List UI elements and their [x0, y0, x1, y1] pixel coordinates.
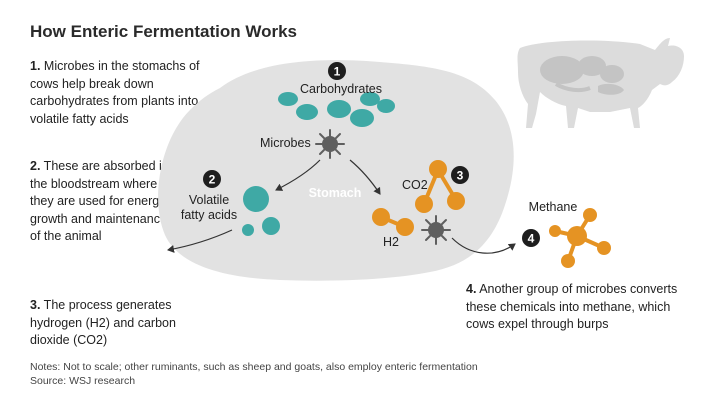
notes-text: Notes: Not to scale; other ruminants, su… [30, 361, 478, 373]
vfa-dot [262, 217, 280, 235]
h2-molecule-icon [372, 208, 414, 236]
page-title: How Enteric Fermentation Works [30, 22, 298, 41]
carb-dot [360, 92, 380, 106]
h2-label: H2 [383, 235, 399, 249]
arrow-to-methane [451, 237, 516, 254]
carb-dot [296, 104, 318, 120]
carb-dot [327, 100, 351, 118]
volatile-fatty-acid-molecules [242, 186, 280, 236]
step-4-number: 4. [466, 282, 477, 296]
step-3-number: 3. [30, 298, 41, 312]
step-3-body: The process generates hydrogen (H2) and … [30, 298, 176, 347]
arrow-to-co2-h2 [349, 159, 381, 195]
cow-abomasum-shape [598, 83, 624, 95]
step-1-text: 1. Microbes in the stomachs of cows help… [30, 58, 210, 128]
step-4-text: 4. Another group of microbes converts th… [466, 281, 681, 334]
vfa-dot [243, 186, 269, 212]
step-1-number: 1. [30, 59, 41, 73]
cow-rumen-shape [540, 56, 584, 84]
co2-molecule-icon [415, 160, 465, 213]
carb-dot [278, 92, 298, 106]
step-2-text: 2. These are absorbed into the bloodstre… [30, 158, 180, 246]
footnotes: Notes: Not to scale; other ruminants, su… [30, 360, 478, 388]
badge-4: 4 [522, 229, 540, 247]
cow-reticulum-shape [578, 56, 606, 76]
stomach-label: Stomach [309, 186, 362, 200]
carb-dot [377, 99, 395, 113]
microbe-icon-2 [421, 215, 451, 245]
microbe-icon [315, 129, 345, 159]
badge-1: 1 [328, 62, 346, 80]
svg-text:4: 4 [528, 232, 535, 246]
svg-text:1: 1 [334, 65, 341, 79]
carbohydrate-molecules [278, 92, 395, 127]
step-4-body: Another group of microbes converts these… [466, 282, 678, 331]
vfa-dot [242, 224, 254, 236]
microbes-label: Microbes [260, 136, 311, 150]
svg-text:2: 2 [209, 173, 216, 187]
step-2-number: 2. [30, 159, 41, 173]
co2-label: CO2 [402, 178, 428, 192]
source-text: Source: WSJ research [30, 375, 136, 387]
cow-silhouette-icon [517, 38, 684, 128]
step-1-body: Microbes in the stomachs of cows help br… [30, 59, 200, 126]
step-2-body: These are absorbed into the bloodstream … [30, 159, 180, 243]
svg-text:3: 3 [457, 169, 464, 183]
arrow-to-vfa [275, 159, 321, 191]
carbohydrates-label: Carbohydrates [300, 82, 382, 96]
vfa-label-line-1: Volatile [189, 193, 229, 207]
badge-2: 2 [203, 170, 221, 188]
methane-molecule-icon [549, 208, 611, 268]
arrow-to-bloodstream [167, 229, 233, 253]
carb-dot [350, 109, 374, 127]
methane-label: Methane [529, 200, 578, 214]
vfa-label-line-2: fatty acids [181, 208, 237, 222]
cow-omasum-shape [600, 65, 624, 83]
step-3-text: 3. The process generates hydrogen (H2) a… [30, 297, 210, 350]
badge-3: 3 [451, 166, 469, 184]
